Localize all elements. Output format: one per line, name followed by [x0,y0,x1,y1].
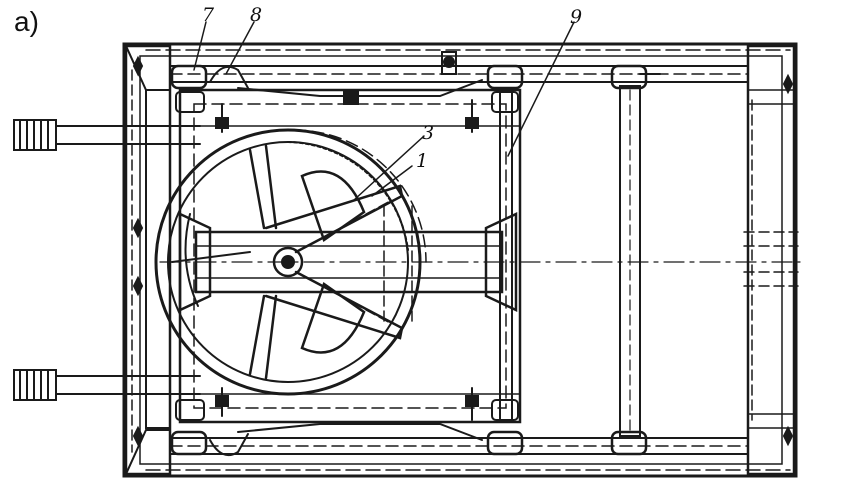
outer-frame [122,42,798,478]
callout-leaders [193,21,575,201]
callout-3: 3 [422,122,435,144]
brackets [209,51,483,456]
left-end-beam [124,44,172,476]
cross-beam [159,205,801,327]
vertical-bar [619,73,661,437]
figure-label: a) [14,6,39,37]
right-end-beam [743,44,799,476]
callout-7: 7 [202,4,215,26]
left-shafts [13,119,201,401]
rollers [170,64,648,456]
carriage-frame [178,88,522,424]
callout-9: 9 [570,6,583,28]
lever-arms [264,184,404,340]
callout-8: 8 [250,4,263,26]
callout-1: 1 [416,150,429,172]
long-rails [169,65,749,455]
large-wheel [154,128,427,396]
